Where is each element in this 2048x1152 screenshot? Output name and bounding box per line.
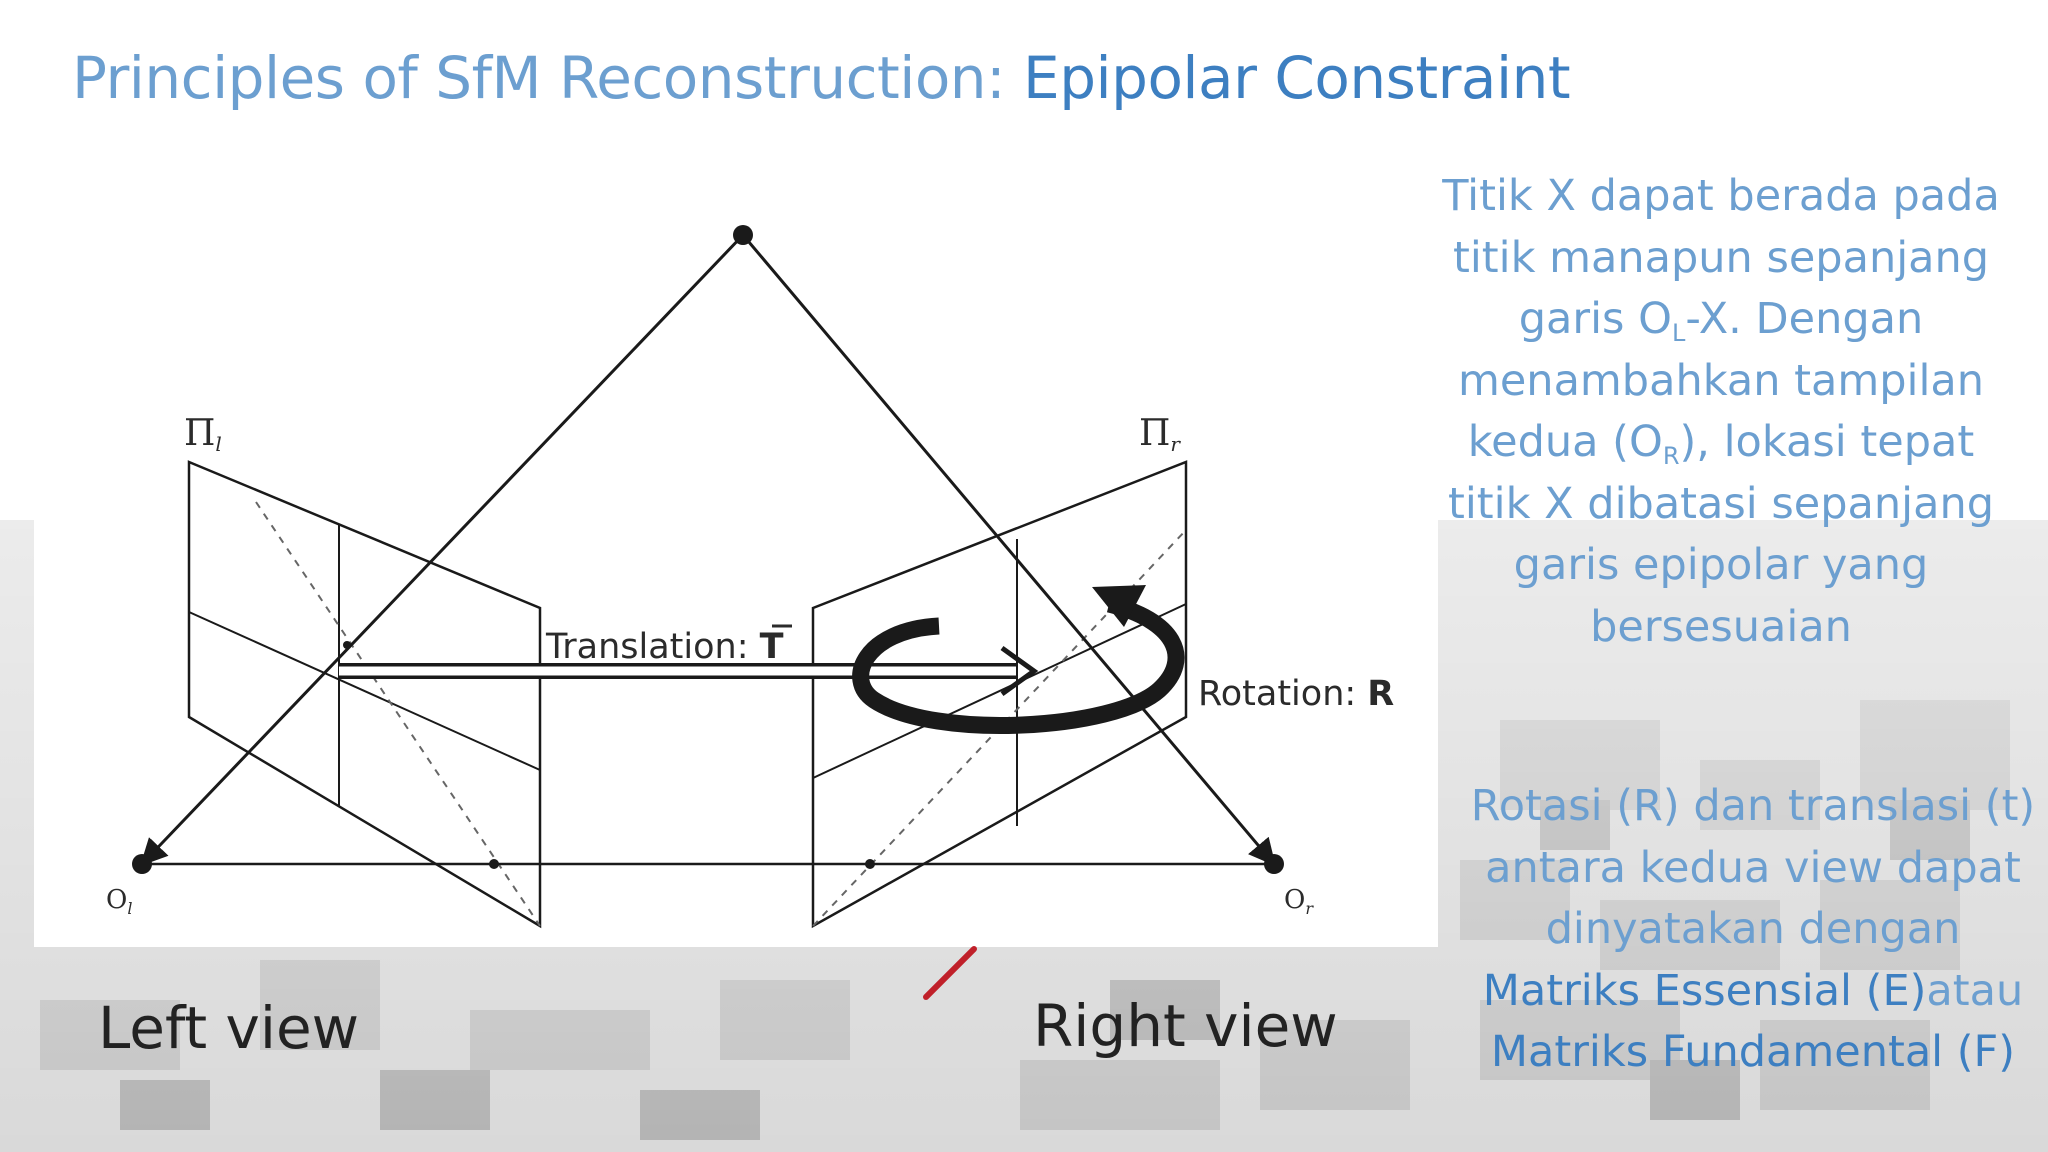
origin-left-label: Ol <box>106 885 132 918</box>
slide-title-prefix: Principles of SfM Reconstruction: <box>72 44 1024 112</box>
explanation-line: Matriks Essensial (E)atau <box>1482 965 2024 1016</box>
explanation-line: titik X dibatasi sepanjang <box>1447 478 1995 529</box>
ray-right <box>741 234 1276 867</box>
point-x <box>733 225 753 245</box>
left-image-plane <box>187 460 542 929</box>
red-pointer-stroke <box>923 946 977 1000</box>
explanation-line: bersesuaian <box>1590 601 1852 652</box>
explanation-epipolar: Titik X dapat berada pada titik manapun … <box>1416 166 2026 658</box>
plane-right-label: Πr <box>1139 413 1181 456</box>
epipolar-diagram: Πl Πr Ol Or Translation: T Rotation: R <box>34 130 1438 947</box>
left-view-label: Left view <box>98 994 360 1062</box>
ray-left <box>140 233 745 866</box>
explanation-line: garis OL-X. Dengan <box>1518 294 1924 347</box>
explanation-line: kedua (OR), lokasi tepat <box>1467 417 1975 470</box>
right-image-plane <box>811 460 1188 929</box>
explanation-line: dinyatakan dengan <box>1545 904 1961 954</box>
origin-right-label: Or <box>1284 885 1314 918</box>
translation-label: Translation: T <box>545 627 784 667</box>
optical-center-left <box>132 854 152 874</box>
explanation-rotation-translation: Rotasi (R) dan translasi (t) antara kedu… <box>1458 776 2048 1084</box>
explanation-line: menambahkan tampilan <box>1457 355 1985 406</box>
epipole-left <box>489 859 499 869</box>
optical-center-right <box>1264 854 1284 874</box>
essential-matrix-term: Matriks Essensial (E) <box>1482 965 1927 1016</box>
rotation-arrow <box>852 595 1185 734</box>
explanation-line: titik manapun sepanjang <box>1452 232 1990 283</box>
fundamental-matrix-term: Matriks Fundamental (F) <box>1490 1027 2016 1077</box>
rotation-label: Rotation: R <box>1198 674 1394 714</box>
plane-left-label: Πl <box>184 413 222 456</box>
explanation-line: Rotasi (R) dan translasi (t) <box>1470 781 2036 831</box>
epipole-right <box>865 859 875 869</box>
right-view-label: Right view <box>1033 992 1338 1060</box>
explanation-line: garis epipolar yang <box>1513 540 1929 590</box>
slide-title-emphasis: Epipolar Constraint <box>1023 44 1571 112</box>
slide-title: Principles of SfM Reconstruction: Epipol… <box>72 44 1571 112</box>
explanation-line: Titik X dapat berada pada <box>1442 171 2000 221</box>
explanation-line: antara kedua view dapat <box>1485 842 2021 893</box>
left-epipolar-line <box>255 501 541 927</box>
